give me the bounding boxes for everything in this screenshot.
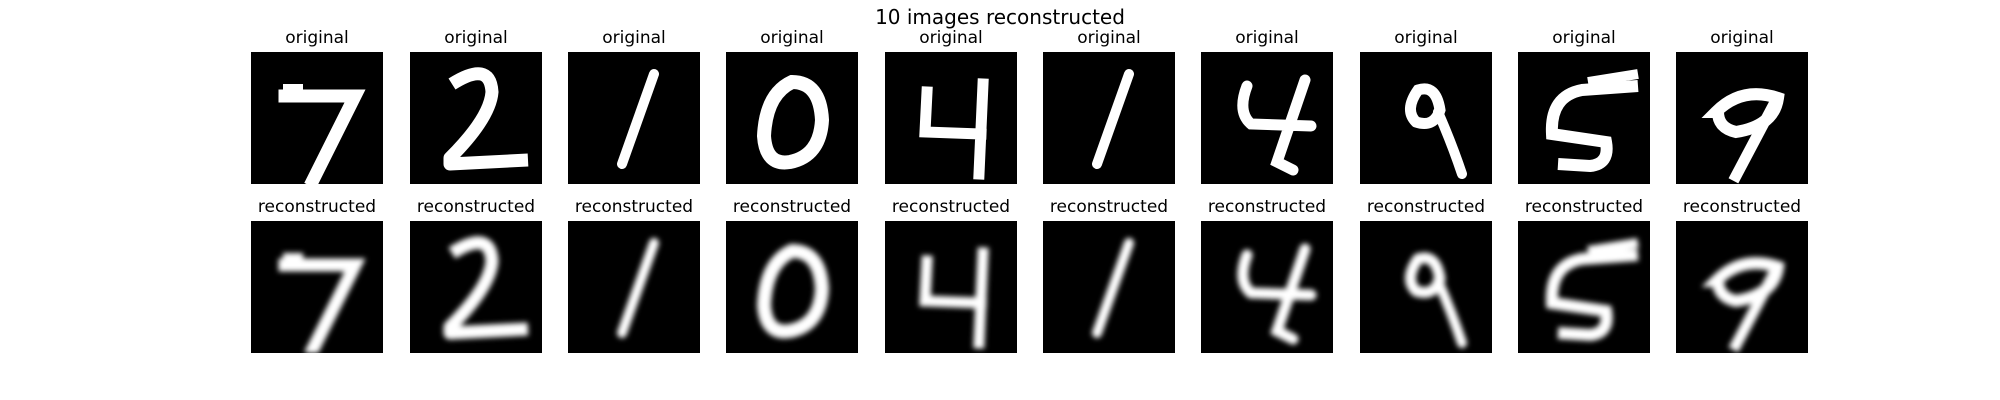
reconstructed-image-7 [251, 221, 383, 353]
original-title: original [1077, 28, 1141, 48]
digit-glyph [756, 243, 830, 339]
reconstructed-title: reconstructed [1049, 197, 1169, 217]
digit-glyph [1092, 69, 1134, 169]
original-image-9 [1360, 52, 1492, 184]
original-title: original [602, 28, 666, 48]
digit-glyph [1405, 252, 1467, 348]
original-title: original [919, 28, 983, 48]
original-image-9 [1676, 52, 1808, 184]
reconstructed-title: reconstructed [732, 197, 852, 217]
digit-glyph [1092, 238, 1134, 338]
original-title: original [1235, 28, 1299, 48]
reconstructed-title: reconstructed [574, 197, 694, 217]
original-image-5 [1518, 52, 1650, 184]
reconstructed-image-1 [1043, 221, 1175, 353]
digit-glyph [443, 236, 529, 340]
reconstructed-title: reconstructed [257, 197, 377, 217]
reconstructed-title: reconstructed [1207, 197, 1327, 217]
original-image-4 [1201, 52, 1333, 184]
original-title: original [760, 28, 824, 48]
digit-glyph [1237, 74, 1317, 176]
reconstructed-image-4 [1201, 221, 1333, 353]
original-title: original [1710, 28, 1774, 48]
digit-glyph [1405, 83, 1467, 179]
reconstructed-image-1 [568, 221, 700, 353]
reconstructed-title: reconstructed [1682, 197, 1802, 217]
reconstructed-image-9 [1676, 221, 1808, 353]
original-title: original [444, 28, 508, 48]
original-title: original [1394, 28, 1458, 48]
original-image-7 [251, 52, 383, 184]
digit-glyph [278, 84, 366, 184]
digit-glyph [756, 74, 830, 170]
original-title: original [1552, 28, 1616, 48]
original-title: original [285, 28, 349, 48]
reconstructed-title: reconstructed [891, 197, 1011, 217]
digit-glyph [278, 253, 366, 353]
original-image-4 [885, 52, 1017, 184]
reconstructed-image-2 [410, 221, 542, 353]
digit-glyph [1701, 257, 1785, 353]
figure-title: 10 images reconstructed [875, 5, 1125, 29]
original-image-2 [410, 52, 542, 184]
digit-glyph [919, 247, 989, 349]
reconstructed-title: reconstructed [1524, 197, 1644, 217]
original-image-1 [568, 52, 700, 184]
reconstructed-image-4 [885, 221, 1017, 353]
digit-glyph [1701, 88, 1785, 184]
digit-glyph [919, 78, 989, 180]
original-image-0 [726, 52, 858, 184]
original-image-1 [1043, 52, 1175, 184]
digit-glyph [1545, 69, 1639, 173]
digit-glyph [443, 67, 529, 171]
reconstructed-image-0 [726, 221, 858, 353]
digit-glyph [1237, 243, 1317, 345]
digit-glyph [617, 69, 659, 169]
reconstructed-image-9 [1360, 221, 1492, 353]
reconstructed-image-5 [1518, 221, 1650, 353]
digit-glyph [617, 238, 659, 338]
reconstructed-title: reconstructed [1366, 197, 1486, 217]
digit-glyph [1545, 238, 1639, 342]
reconstructed-title: reconstructed [416, 197, 536, 217]
